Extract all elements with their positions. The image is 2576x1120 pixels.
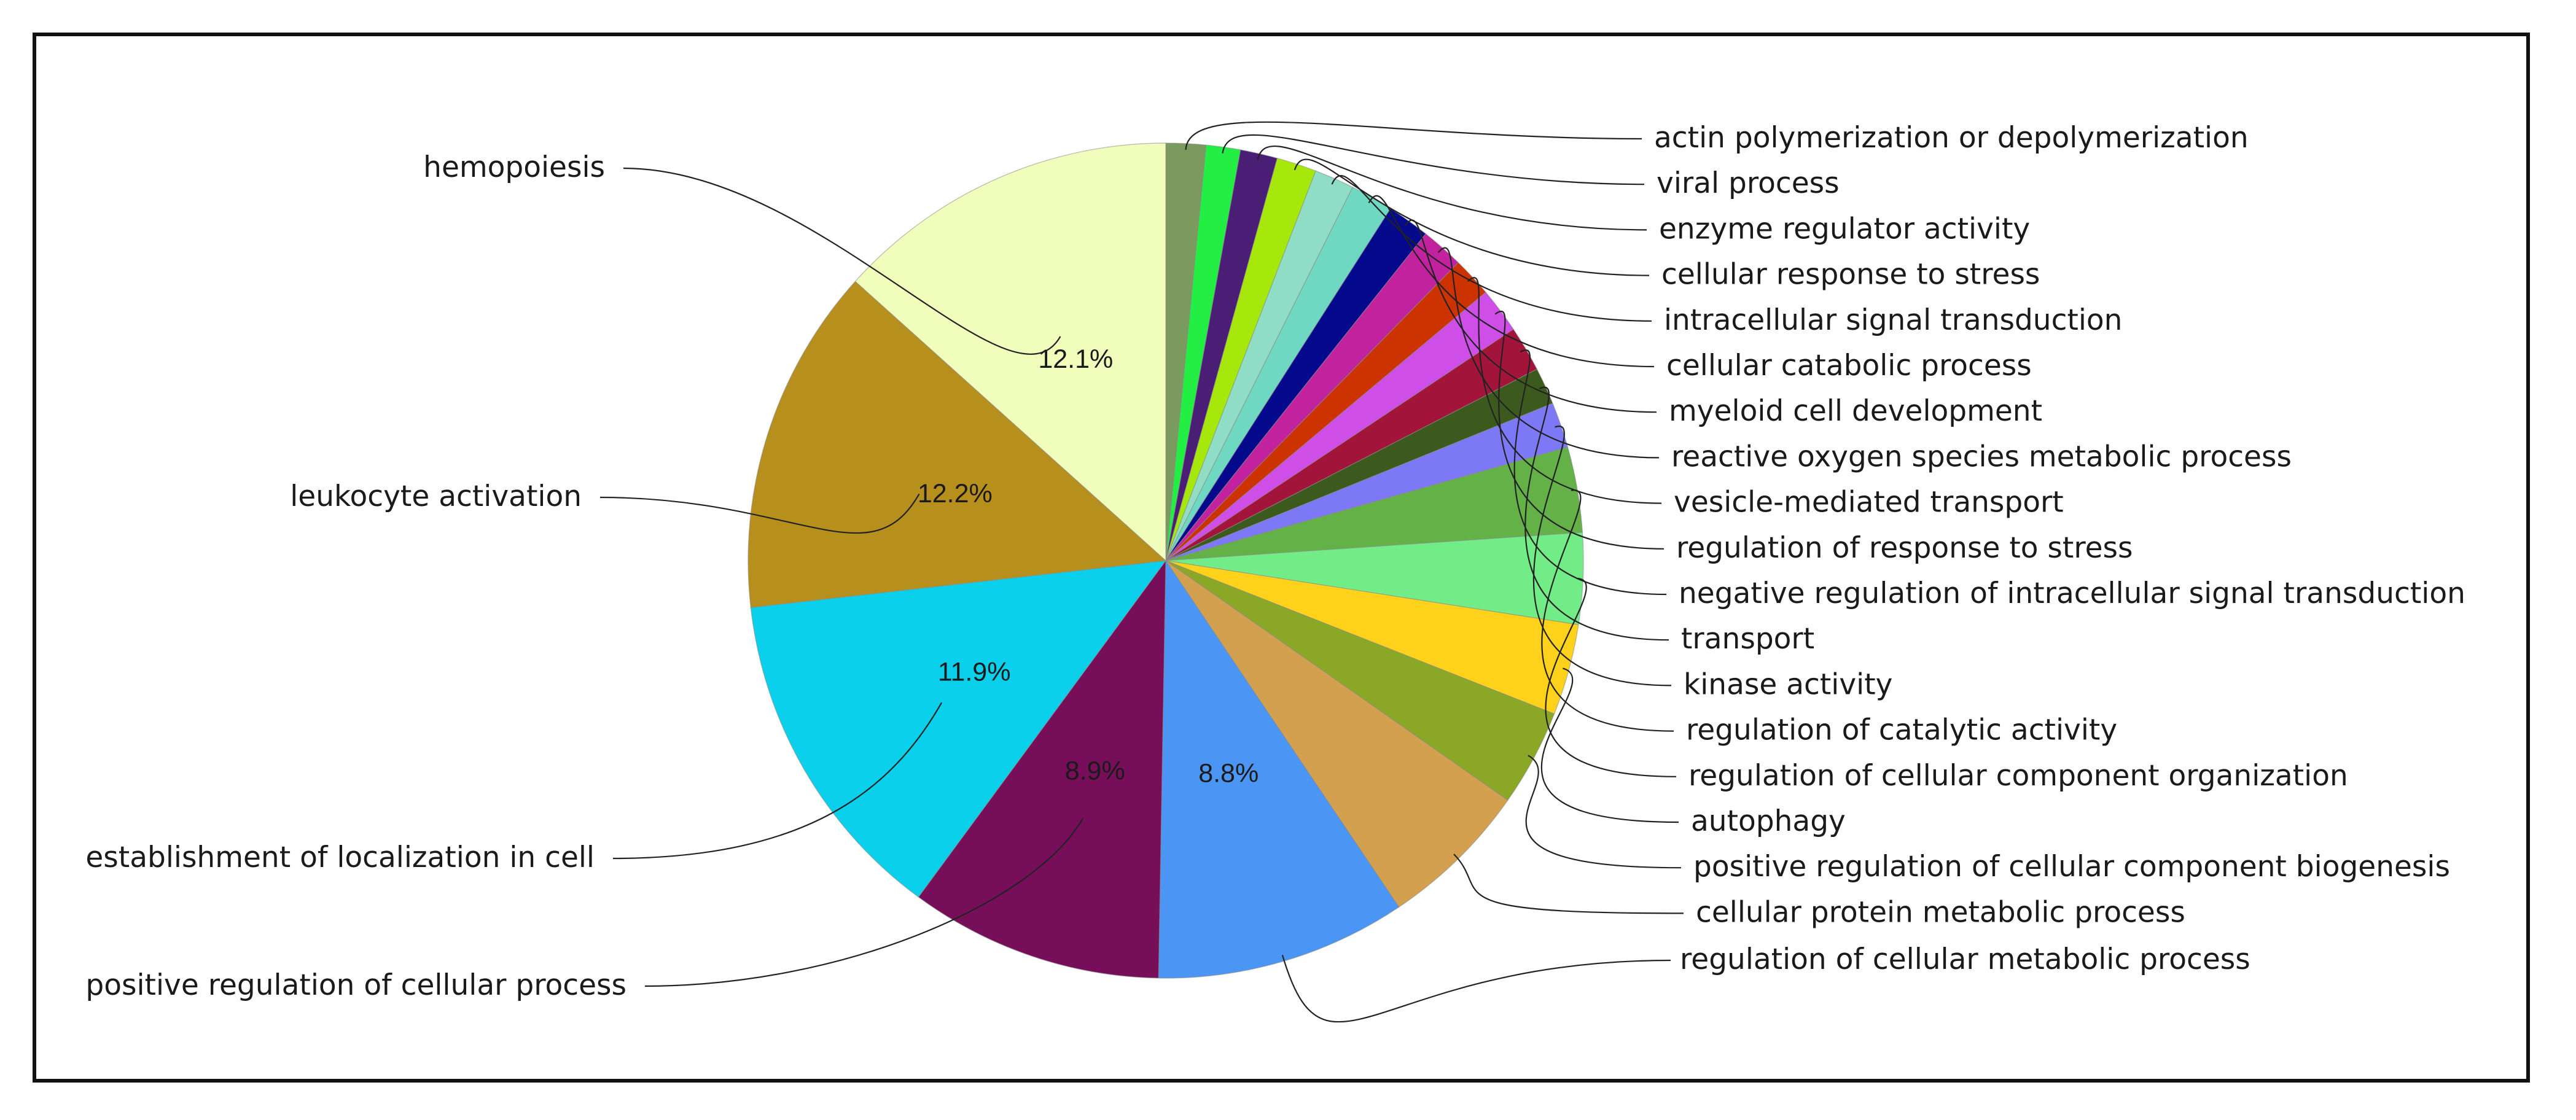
slice-label-regulation-of-response-to-stress: regulation of response to stress	[1676, 531, 2133, 565]
slice-label-actin-polymerization-or-depolymerization: actin polymerization or depolymerization	[1654, 121, 2249, 155]
leader-line-kinase-activity	[1532, 426, 1672, 686]
slice-label-cellular-response-to-stress: cellular response to stress	[1661, 258, 2040, 292]
slice-label-vesicle-mediated-transport: vesicle-mediated transport	[1674, 486, 2064, 519]
leader-line-autophagy	[1540, 667, 1679, 823]
leader-line-regulation-of-cellular-metabolic-process	[1281, 954, 1671, 1023]
leader-line-establishment-of-localization-in-cell	[612, 702, 943, 860]
leader-line-actin-polymerization-or-depolymerization	[1185, 121, 1642, 150]
slice-label-reactive-oxygen-species-metabolic-process: reactive oxygen species metabolic proces…	[1671, 440, 2292, 473]
percent-label-leukocyte-activation: 12.2%	[918, 479, 993, 508]
slice-label-transport: transport	[1681, 622, 1814, 656]
slice-label-cellular-protein-metabolic-process: cellular protein metabolic process	[1696, 895, 2185, 929]
slice-label-autophagy: autophagy	[1691, 804, 1846, 838]
slice-label-negative-regulation-of-intracellular-signal-transduction: negative regulation of intracellular sig…	[1679, 577, 2465, 610]
pie-slice-positive-regulation-of-cellular-process	[918, 559, 1166, 979]
slice-label-intracellular-signal-transduction: intracellular signal transduction	[1664, 303, 2122, 337]
slice-label-regulation-of-catalytic-activity: regulation of catalytic activity	[1686, 714, 2117, 747]
leader-line-vesicle-mediated-transport	[1467, 277, 1662, 504]
percent-label-establishment-of-localization-in-cell: 11.9%	[938, 658, 1011, 687]
leader-line-viral-process	[1222, 134, 1645, 185]
leader-line-enzyme-regulator-activity	[1257, 145, 1647, 231]
slice-label-enzyme-regulator-activity: enzyme regulator activity	[1659, 212, 2030, 246]
leader-line-cellular-response-to-stress	[1294, 158, 1650, 276]
slice-labels: actin polymerization or depolymerization…	[85, 121, 2465, 1002]
leader-line-myeloid-cell-development	[1404, 219, 1657, 413]
percent-label-regulation-of-cellular-metabolic-process: 8.8%	[1198, 759, 1259, 788]
leader-line-hemopoiesis	[623, 167, 1061, 355]
leader-line-leukocyte-activation	[599, 493, 920, 534]
pie-slice-hemopoiesis	[854, 142, 1166, 562]
slice-label-kinase-activity: kinase activity	[1684, 667, 1892, 701]
slice-label-myeloid-cell-development: myeloid cell development	[1669, 394, 2042, 428]
pie-slice-leukocyte-activation	[747, 281, 1167, 609]
pie-slice-establishment-of-localization-in-cell	[750, 560, 1167, 898]
leader-line-cellular-catabolic-process	[1368, 195, 1655, 368]
leader-line-cellular-protein-metabolic-process	[1453, 854, 1684, 914]
slice-label-leukocyte-activation: leukocyte activation	[290, 480, 582, 513]
leader-line-regulation-of-catalytic-activity	[1541, 489, 1674, 732]
leader-line-positive-regulation-of-cellular-process	[644, 817, 1084, 987]
leader-lines	[599, 121, 1684, 1023]
slice-label-positive-regulation-of-cellular-component-biogenesis: positive regulation of cellular componen…	[1693, 850, 2450, 884]
leader-line-regulation-of-cellular-component-organization	[1545, 577, 1677, 777]
slice-label-positive-regulation-of-cellular-process: positive regulation of cellular process	[85, 968, 626, 1002]
leader-line-reactive-oxygen-species-metabolic-process	[1437, 247, 1660, 459]
leader-line-regulation-of-response-to-stress	[1494, 310, 1665, 550]
percent-label-hemopoiesis: 12.1%	[1038, 344, 1113, 374]
percent-label-positive-regulation-of-cellular-process: 8.9%	[1065, 756, 1125, 786]
slice-label-establishment-of-localization-in-cell: establishment of localization in cell	[85, 841, 595, 874]
slice-label-cellular-catabolic-process: cellular catabolic process	[1666, 349, 2032, 383]
leader-line-transport	[1524, 386, 1669, 641]
slice-label-regulation-of-cellular-component-organization: regulation of cellular component organiz…	[1688, 759, 2348, 793]
pie-slices	[747, 142, 1584, 979]
percentage-labels: 8.8% 8.9% 11.9% 12.2% 12.1%	[918, 344, 1259, 788]
slice-label-regulation-of-cellular-metabolic-process: regulation of cellular metabolic process	[1680, 943, 2250, 976]
slice-label-viral-process: viral process	[1657, 166, 1840, 200]
slice-label-hemopoiesis: hemopoiesis	[423, 150, 605, 184]
leader-line-positive-regulation-of-cellular-component-biogenesis	[1525, 755, 1682, 869]
